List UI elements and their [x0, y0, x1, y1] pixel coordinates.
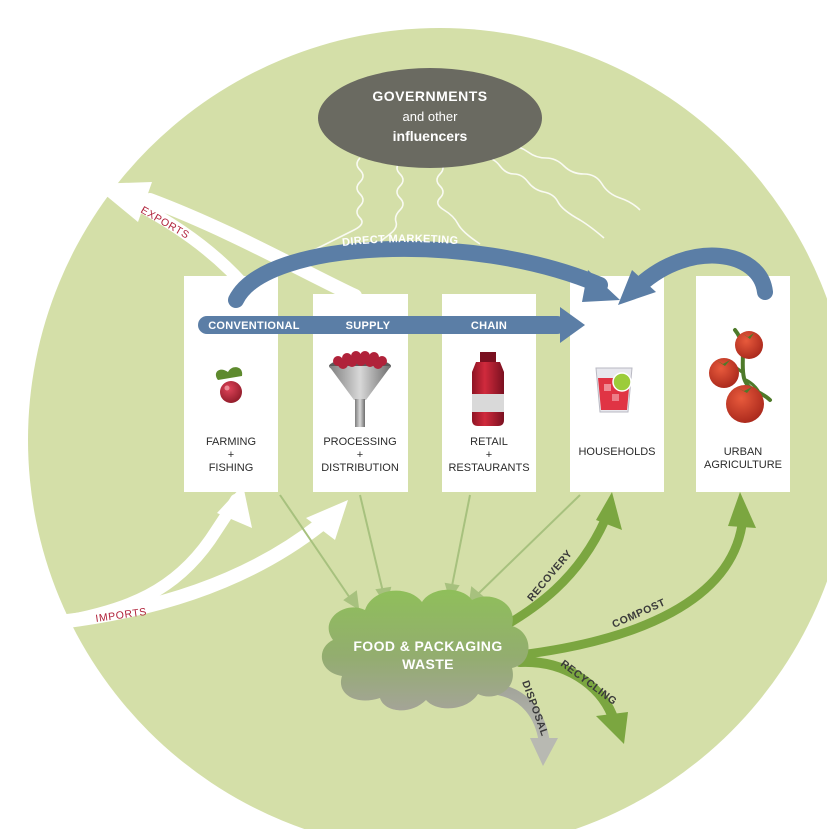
- direct-marketing-arrow: DIRECT MARKETING: [228, 233, 620, 308]
- chain-label: CHAIN: [471, 320, 507, 332]
- stage-box-urban-agriculture: [696, 276, 790, 492]
- urban-to-households-arrow: [618, 247, 773, 305]
- imports-arrow: [53, 485, 348, 629]
- farming-label-line2: +: [228, 449, 234, 461]
- retail-label-line1: RETAIL: [470, 436, 508, 448]
- waste-cloud: FOOD & PACKAGING WASTE: [321, 589, 529, 711]
- glass-icon: [595, 367, 633, 413]
- households-label: HOUSEHOLDS: [578, 446, 655, 458]
- tomato-vine-icon: [709, 328, 772, 423]
- compost-arrow: [515, 492, 756, 660]
- funnel-icon: [329, 351, 391, 427]
- processing-label-line2: +: [357, 449, 363, 461]
- conventional-supply-chain-arrow: CONVENTIONAL SUPPLY CHAIN: [198, 307, 585, 343]
- processing-label-line1: PROCESSING: [323, 436, 396, 448]
- disposal-arrow: [494, 684, 558, 766]
- waste-label-line2: WASTE: [402, 656, 454, 672]
- farming-label-line1: FARMING: [206, 436, 256, 448]
- conventional-label: CONVENTIONAL: [208, 320, 300, 332]
- retail-label-line2: +: [486, 449, 492, 461]
- waste-inflow-arrows: [279, 494, 581, 610]
- retail-label-line3: RESTAURANTS: [448, 462, 529, 474]
- berry-icon: [215, 367, 243, 403]
- urban-agriculture-label-line2: AGRICULTURE: [704, 459, 782, 471]
- governments-node: GOVERNMENTS and other influencers: [318, 68, 542, 168]
- supply-label: SUPPLY: [346, 320, 391, 332]
- jar-icon: [472, 352, 504, 426]
- governments-title: GOVERNMENTS: [372, 88, 487, 104]
- direct-marketing-label: DIRECT MARKETING: [342, 233, 459, 249]
- processing-label-line3: DISTRIBUTION: [321, 462, 399, 474]
- waste-label-line1: FOOD & PACKAGING: [353, 638, 502, 654]
- exports-arrow: [92, 182, 362, 303]
- urban-agriculture-label-line1: URBAN: [724, 446, 763, 458]
- recycling-arrow: [515, 656, 628, 744]
- governments-influencers: influencers: [393, 128, 468, 144]
- farming-label-line3: FISHING: [209, 462, 254, 474]
- governments-and-other: and other: [403, 109, 459, 124]
